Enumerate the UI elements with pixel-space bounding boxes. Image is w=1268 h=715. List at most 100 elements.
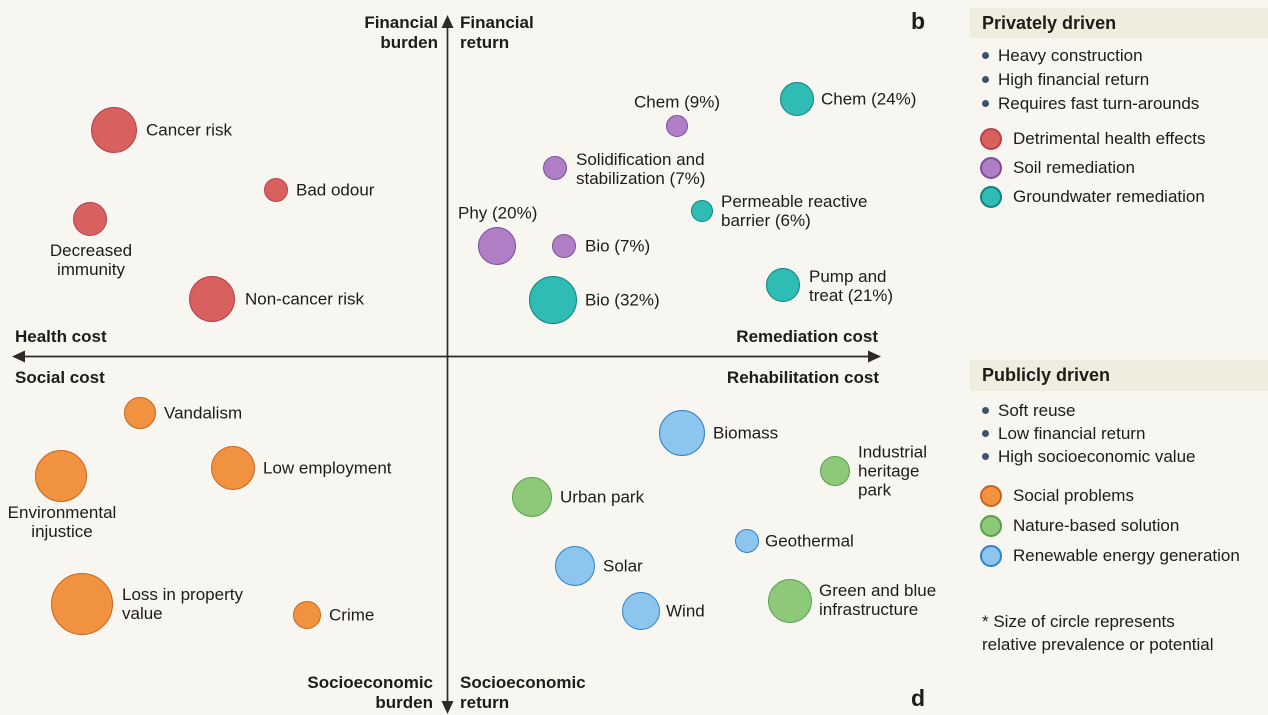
bubble-green-and-blue-infrastructure (768, 579, 812, 623)
public-category-key: Social problems Nature-based solution Re… (980, 481, 1240, 571)
category-key-item: Renewable energy generation (980, 541, 1240, 571)
category-color-circle (980, 515, 1002, 537)
category-key-item: Detrimental health effects (980, 124, 1205, 153)
bubble-label-phy-20: Phy (20%) (458, 203, 538, 223)
category-label: Soil remediation (1013, 157, 1135, 177)
bubble-label-green-and-blue-infrastructure: Green and blue infrastructure (819, 581, 937, 619)
bubble-label-solidification-and-stabilization-7: Solidification and stabilization (7%) (576, 150, 706, 188)
bullet-item: Soft reuse (982, 399, 1196, 422)
axis-label-health-cost: Health cost (15, 327, 107, 346)
bullet-text: High socioeconomic value (998, 447, 1196, 466)
bubble-urban-park (512, 477, 552, 517)
category-color-circle (980, 156, 1002, 179)
bubble-decreased-immunity (73, 202, 107, 236)
legend-header-text: Privately driven (982, 12, 1117, 33)
axis-label-financial-burden: Financial burden (364, 13, 438, 52)
axis-label-remediation-cost: Remediation cost (736, 327, 878, 346)
bubble-phy-20 (478, 227, 516, 265)
bullet-dot-icon (982, 407, 989, 414)
legend-header-privately-driven: Privately driven (970, 8, 1268, 38)
bubble-low-employment (211, 446, 255, 490)
bubble-label-bio-7: Bio (7%) (585, 236, 651, 256)
axis-label-rehabilitation-cost: Rehabilitation cost (726, 368, 879, 387)
bubble-crime (293, 601, 321, 629)
bubble-permeable-reactive-barrier-6 (691, 200, 713, 222)
bullet-dot-icon (982, 52, 989, 59)
bubble-label-bad-odour: Bad odour (296, 180, 375, 200)
bubble-label-wind: Wind (666, 601, 705, 621)
bubble-label-urban-park: Urban park (560, 487, 645, 507)
bubble-label-cancer-risk: Cancer risk (146, 120, 232, 140)
bubble-label-crime: Crime (329, 605, 375, 625)
bubble-label-chem-24: Chem (24%) (821, 89, 917, 109)
category-label: Social problems (1013, 486, 1134, 505)
axis-arrow-left-icon (12, 350, 25, 363)
bullet-item: High socioeconomic value (982, 445, 1196, 468)
bubble-label-non-cancer-risk: Non-cancer risk (245, 289, 365, 309)
axis-arrow-down-icon (441, 701, 454, 714)
bubble-biomass (659, 410, 705, 456)
bubble-label-decreased-immunity: Decreased immunity (49, 241, 133, 279)
bullet-text: Heavy construction (998, 46, 1143, 65)
category-label: Detrimental health effects (1013, 128, 1206, 148)
category-label: Groundwater remediation (1013, 186, 1205, 206)
bubble-label-industrial-heritage-park: Industrial heritage park (858, 442, 927, 500)
bubble-label-environmental-injustice: Environmental injustice (7, 503, 117, 541)
bullet-item: Heavy construction (982, 44, 1199, 68)
category-key-item: Nature-based solution (980, 511, 1240, 541)
bullet-dot-icon (982, 76, 989, 83)
bullet-dot-icon (982, 430, 989, 437)
category-color-circle (980, 127, 1002, 150)
bubble-chem-24 (780, 82, 814, 116)
bubble-geothermal (735, 529, 759, 553)
bubble-non-cancer-risk (189, 276, 235, 322)
axis-label-financial-return: Financial return (460, 13, 534, 52)
category-label: Renewable energy generation (1013, 546, 1240, 565)
bubble-industrial-heritage-park (820, 456, 850, 486)
panel-letter-b: b (911, 8, 926, 34)
category-key-item: Soil remediation (980, 153, 1205, 182)
axis-arrow-up-icon (441, 15, 454, 28)
bubble-bad-odour (264, 178, 288, 202)
bullet-dot-icon (982, 100, 989, 107)
bubble-wind (622, 592, 660, 630)
bubble-label-permeable-reactive-barrier-6: Permeable reactive barrier (6%) (721, 192, 868, 230)
private-bullet-list: Heavy construction High financial return… (982, 44, 1199, 116)
bubble-vandalism (124, 397, 156, 429)
bubble-solar (555, 546, 595, 586)
bubble-label-geothermal: Geothermal (765, 531, 854, 551)
bubble-solidification-and-stabilization-7 (543, 156, 567, 180)
bubble-label-chem-9: Chem (9%) (634, 92, 720, 112)
bubble-label-biomass: Biomass (713, 423, 779, 443)
bubble-label-low-employment: Low employment (263, 458, 392, 478)
private-category-key: Detrimental health effects Soil remediat… (980, 124, 1205, 211)
bubble-pump-and-treat-21 (766, 268, 800, 302)
category-color-circle (980, 485, 1002, 507)
bubble-label-bio-32: Bio (32%) (585, 290, 660, 310)
category-label: Nature-based solution (1013, 516, 1180, 535)
bullet-item: Requires fast turn-arounds (982, 92, 1199, 116)
bubble-loss-in-property-value (51, 573, 113, 635)
category-key-item: Social problems (980, 481, 1240, 511)
bubble-label-vandalism: Vandalism (164, 403, 243, 423)
public-bullet-list: Soft reuse Low financial return High soc… (982, 399, 1196, 468)
bullet-dot-icon (982, 453, 989, 460)
bullet-text: Requires fast turn-arounds (998, 94, 1200, 113)
panel-letter-d: d (911, 685, 926, 711)
category-key-item: Groundwater remediation (980, 182, 1205, 211)
bullet-text: Soft reuse (998, 401, 1076, 420)
bullet-text: Low financial return (998, 424, 1146, 443)
bubble-chem-9 (666, 115, 688, 137)
axis-label-socioeconomic-burden: Socioeconomic burden (307, 673, 433, 712)
legend-header-publicly-driven: Publicly driven (970, 360, 1268, 391)
bubble-bio-32 (529, 276, 577, 324)
bubble-label-pump-and-treat-21: Pump and treat (21%) (809, 267, 894, 305)
bubble-bio-7 (552, 234, 576, 258)
size-footnote: * Size of circle represents relative pre… (982, 612, 1214, 654)
axis-arrow-right-icon (868, 350, 881, 363)
bullet-item: Low financial return (982, 422, 1196, 445)
bullet-item: High financial return (982, 68, 1199, 92)
